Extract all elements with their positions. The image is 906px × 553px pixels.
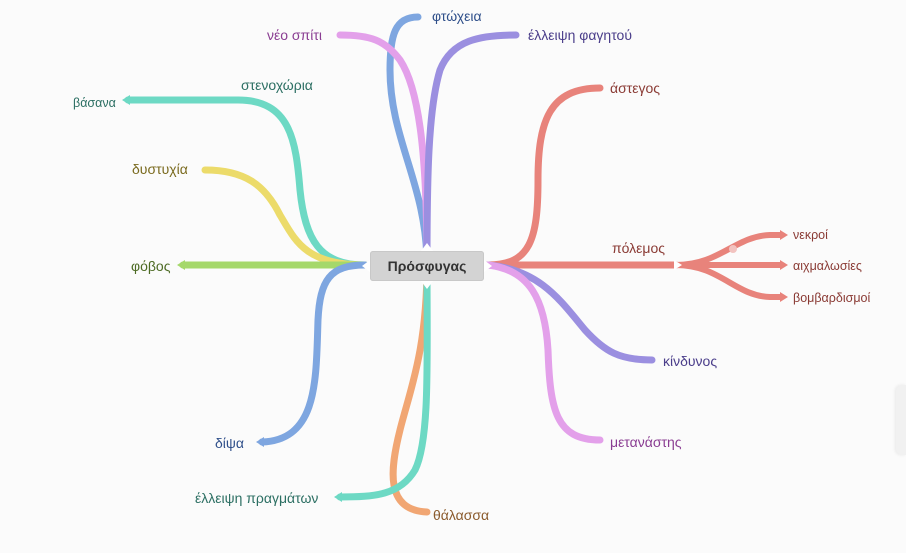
node-polemos[interactable]: πόλεμος [612,240,666,256]
arrow-fovos-icon [177,260,185,270]
node-neo-spiti[interactable]: νέο σπίτι [267,27,322,43]
connector-vomvardismoi [673,262,785,300]
node-astegos[interactable]: άστεγος [610,80,661,96]
side-panel-handle[interactable] [896,385,906,455]
node-elleipsi-pragmaton[interactable]: έλλειψη πραγμάτων [195,490,319,506]
arrow-vomvardismoi-icon [780,292,788,302]
arrow-center-right-icon [484,260,492,272]
arrow-center-bottom-icon [421,281,433,289]
connector-astegos [484,84,604,269]
arrow-vasana-icon [122,95,130,105]
collapse-dot-icon[interactable] [729,245,737,253]
node-dipsa[interactable]: δίψα [215,435,244,451]
connector-thalassa [389,261,431,516]
connector-elleipsi-pragmaton [336,261,431,501]
connector-nekroi [673,232,785,268]
arrow-nekroi-icon [780,230,788,240]
arrow-center-left-icon [362,260,370,272]
node-ftoxeia[interactable]: φτώχεια [432,8,482,24]
node-fovos[interactable]: φόβος [131,258,171,274]
arrow-center-top-icon [421,243,433,251]
node-thalassa[interactable]: θάλασσα [433,507,490,523]
node-nekroi[interactable]: νεκροί [793,228,828,242]
node-dystyxia[interactable]: δυστυχία [132,161,188,177]
connector-dystyxia [201,166,369,269]
connector-elleipsi-fagitou [423,31,520,269]
node-vasana[interactable]: βάσανα [73,96,116,110]
node-kindynos[interactable]: κίνδυνος [663,353,718,369]
connector-dipsa [258,261,369,446]
connector-kindynos [484,261,656,364]
node-vomvardismoi[interactable]: βομβαρδισμοί [793,291,871,305]
arrow-polemos-icon [674,260,682,270]
node-aixmalosies[interactable]: αιχμαλωσίες [793,259,862,273]
node-elleipsi-fagitou[interactable]: έλλειψη φαγητού [528,27,632,43]
connector-metanastis [484,261,604,444]
arrow-dipsa-icon [256,437,264,447]
node-stenoxoria[interactable]: στενοχώρια [241,77,313,93]
arrow-aixmalosies-icon [780,260,788,270]
connector-neo-spiti [336,31,431,269]
connector-ftoxeia [386,13,431,269]
node-metanastis[interactable]: μετανάστης [610,434,682,450]
central-node[interactable]: Πρόσφυγας [370,251,484,281]
arrow-elleipsi-pragmaton-icon [334,492,342,502]
